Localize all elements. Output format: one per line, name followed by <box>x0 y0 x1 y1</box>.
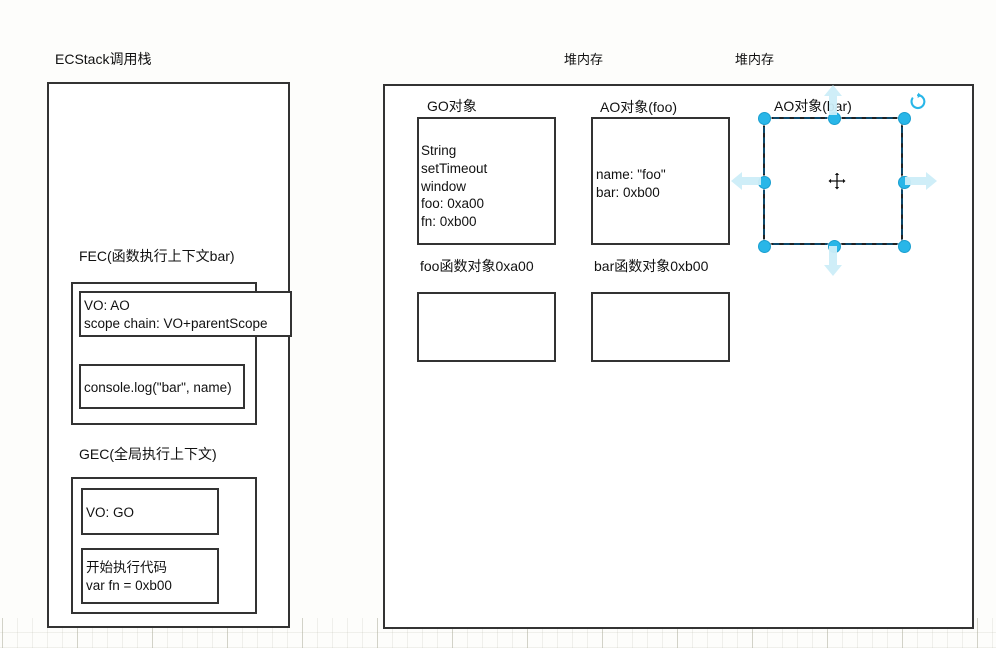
resize-handle-bottom-left[interactable] <box>757 239 771 253</box>
gec-code-box[interactable] <box>81 548 219 604</box>
fec-code-box[interactable] <box>79 364 245 409</box>
fec-code-text: console.log("bar", name) <box>84 380 232 395</box>
fec-vo-box[interactable] <box>79 291 292 337</box>
foo-fn-object-box[interactable] <box>417 292 556 362</box>
foo-fn-object-title: foo函数对象0xa00 <box>420 258 534 274</box>
gec-vo-box[interactable] <box>81 488 219 535</box>
go-object-text: String setTimeout window foo: 0xa00 fn: … <box>421 143 488 230</box>
ao-foo-title: AO对象(foo) <box>600 99 678 115</box>
ao-foo-text: name: "foo" bar: 0xb00 <box>596 167 666 200</box>
direction-arrow-right-icon[interactable] <box>905 170 937 197</box>
ecstack-title: ECStack调用栈 <box>55 51 152 67</box>
direction-arrow-down-icon[interactable] <box>822 246 844 281</box>
heap-title-left: 堆内存 <box>564 52 604 67</box>
gec-title: GEC(全局执行上下文) <box>79 446 217 462</box>
go-object-title: GO对象 <box>427 98 477 114</box>
direction-arrow-left-icon[interactable] <box>731 170 761 197</box>
gec-code-text: 开始执行代码 var fn = 0xb00 <box>86 560 172 593</box>
fec-title: FEC(函数执行上下文bar) <box>79 248 235 264</box>
resize-handle-top-right[interactable] <box>897 111 911 125</box>
gec-vo-text: VO: GO <box>86 505 135 520</box>
fec-vo-text: VO: AO scope chain: VO+parentScope <box>84 298 268 331</box>
move-icon[interactable] <box>827 171 847 191</box>
direction-arrow-up-icon[interactable] <box>822 85 844 120</box>
heap-title-right: 堆内存 <box>735 52 775 67</box>
resize-handle-top-left[interactable] <box>757 111 771 125</box>
go-object-box[interactable] <box>417 117 556 245</box>
ao-foo-box[interactable] <box>591 117 730 245</box>
rotate-icon[interactable] <box>908 92 928 117</box>
bar-fn-object-box[interactable] <box>591 292 730 362</box>
bar-fn-object-title: bar函数对象0xb00 <box>594 258 709 274</box>
resize-handle-bottom-right[interactable] <box>897 239 911 253</box>
